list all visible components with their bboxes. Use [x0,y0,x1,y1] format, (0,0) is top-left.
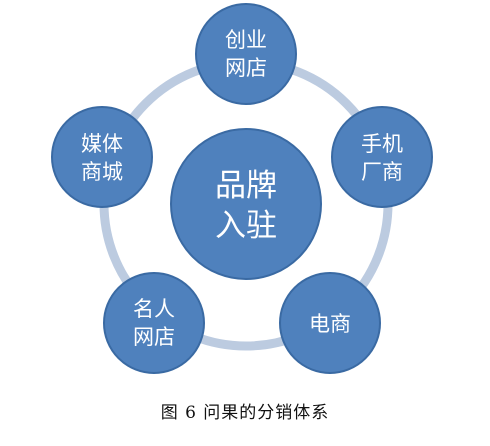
node-mingren-wangdian: 名人 网店 [103,272,205,374]
center-label-line-1: 品牌 [215,168,277,204]
node-label-line-1: 手机 [361,132,403,156]
node-label-line-1: 媒体 [81,132,123,156]
node-circle [331,106,433,208]
node-dianshang: 电商 [279,272,381,374]
node-label-line-2: 商城 [81,160,123,184]
figure-caption: 图 6 问果的分销体系 [160,403,330,423]
node-label-line-2: 网店 [225,56,267,80]
node-circle [279,272,381,374]
node-label-line-1: 创业 [225,28,267,52]
node-label-line-1: 名人 [133,297,175,321]
diagram-canvas: 品牌 入驻 创业 网店 手机 厂商 电商 名人 网店 媒体 商城 [51,3,433,374]
node-label-line-2: 厂商 [361,160,403,184]
center-label-line-2: 入驻 [215,208,277,244]
node-shouji-changshang: 手机 厂商 [331,106,433,208]
node-circle [195,3,297,105]
node-circle [103,272,205,374]
center-node: 品牌 入驻 [170,128,322,280]
node-meiti-shangcheng: 媒体 商城 [51,106,153,208]
center-circle [170,128,322,280]
node-label-line-1: 电商 [309,312,351,336]
node-label-line-2: 网店 [133,325,175,349]
node-chuangye-wangdian: 创业 网店 [195,3,297,105]
node-circle [51,106,153,208]
